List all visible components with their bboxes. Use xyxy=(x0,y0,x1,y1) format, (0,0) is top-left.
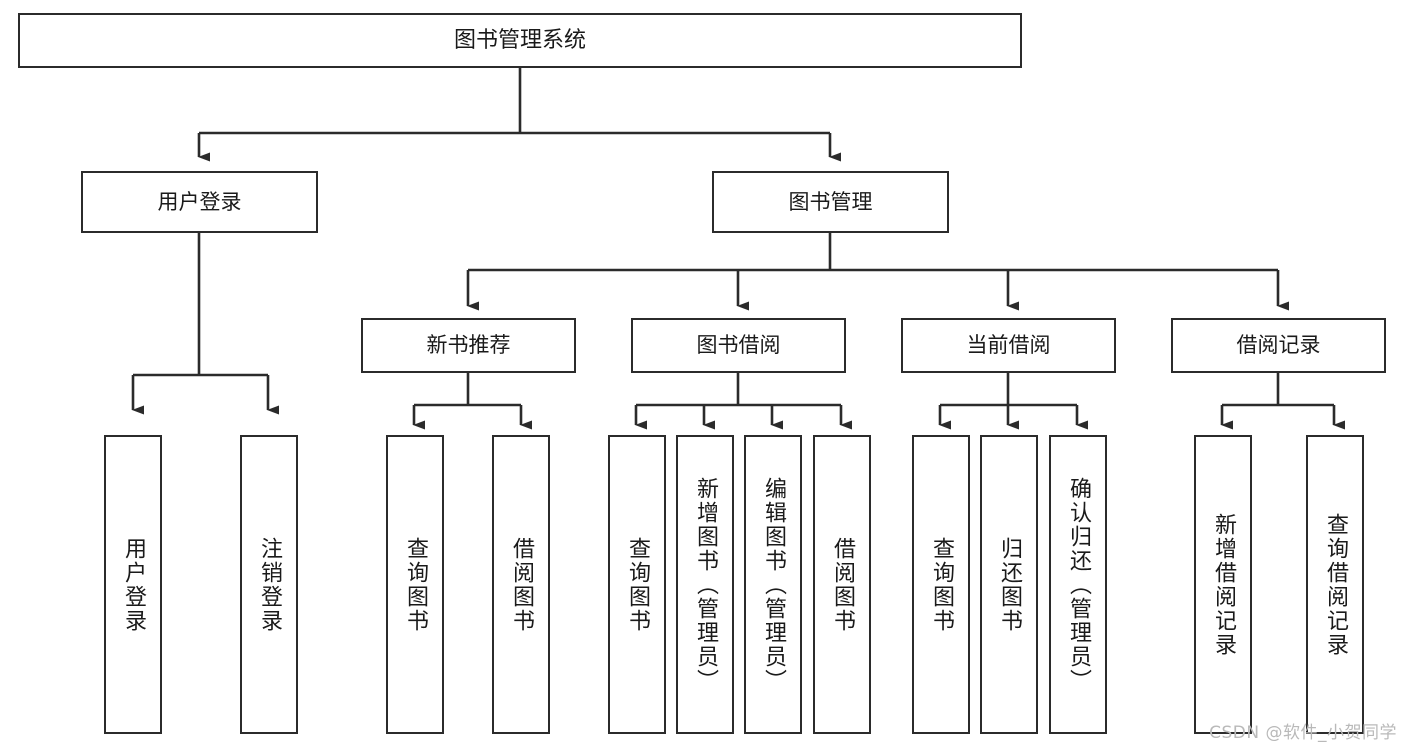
node-current-borrow[interactable]: 当前借阅 xyxy=(901,318,1116,373)
node-leaf-confirm-return-label: 确认归还（管理员） xyxy=(1066,476,1091,693)
node-leaf-user-login-label: 用户登录 xyxy=(121,536,146,633)
node-leaf-add-record[interactable]: 新增借阅记录 xyxy=(1194,435,1252,734)
node-root-label: 图书管理系统 xyxy=(453,27,586,53)
node-leaf-return-book[interactable]: 归还图书 xyxy=(980,435,1038,734)
node-leaf-borrow-book-1[interactable]: 借阅图书 xyxy=(492,435,550,734)
node-leaf-logout-login-label: 注销登录 xyxy=(257,536,282,633)
node-user-login[interactable]: 用户登录 xyxy=(81,171,318,233)
node-leaf-borrow-book-1-label: 借阅图书 xyxy=(509,536,534,633)
node-leaf-query-book-3-label: 查询图书 xyxy=(929,536,954,633)
node-leaf-confirm-return[interactable]: 确认归还（管理员） xyxy=(1049,435,1107,734)
node-leaf-borrow-book-2-label: 借阅图书 xyxy=(830,536,855,633)
node-book-manage[interactable]: 图书管理 xyxy=(712,171,949,233)
node-leaf-query-record-label: 查询借阅记录 xyxy=(1323,512,1348,657)
node-user-login-label: 用户登录 xyxy=(157,189,242,214)
node-current-borrow-label: 当前借阅 xyxy=(966,333,1051,358)
node-leaf-query-record[interactable]: 查询借阅记录 xyxy=(1306,435,1364,734)
node-leaf-return-book-label: 归还图书 xyxy=(997,536,1022,633)
node-leaf-edit-book[interactable]: 编辑图书（管理员） xyxy=(744,435,802,734)
node-leaf-query-book-2[interactable]: 查询图书 xyxy=(608,435,666,734)
node-book-manage-label: 图书管理 xyxy=(788,189,873,214)
node-book-borrow[interactable]: 图书借阅 xyxy=(631,318,846,373)
node-root[interactable]: 图书管理系统 xyxy=(18,13,1022,68)
node-book-borrow-label: 图书借阅 xyxy=(696,333,781,358)
node-leaf-query-book-3[interactable]: 查询图书 xyxy=(912,435,970,734)
node-leaf-edit-book-label: 编辑图书（管理员） xyxy=(761,476,786,693)
node-leaf-add-record-label: 新增借阅记录 xyxy=(1211,512,1236,657)
node-leaf-add-book[interactable]: 新增图书（管理员） xyxy=(676,435,734,734)
node-leaf-borrow-book-2[interactable]: 借阅图书 xyxy=(813,435,871,734)
node-leaf-user-login[interactable]: 用户登录 xyxy=(104,435,162,734)
node-new-book-recommend-label: 新书推荐 xyxy=(426,333,511,358)
node-leaf-query-book-1-label: 查询图书 xyxy=(403,536,428,633)
node-new-book-recommend[interactable]: 新书推荐 xyxy=(361,318,576,373)
node-leaf-query-book-2-label: 查询图书 xyxy=(625,536,650,633)
node-leaf-query-book-1[interactable]: 查询图书 xyxy=(386,435,444,734)
node-borrow-record[interactable]: 借阅记录 xyxy=(1171,318,1386,373)
node-borrow-record-label: 借阅记录 xyxy=(1236,333,1321,358)
node-leaf-logout-login[interactable]: 注销登录 xyxy=(240,435,298,734)
node-leaf-add-book-label: 新增图书（管理员） xyxy=(693,476,718,693)
